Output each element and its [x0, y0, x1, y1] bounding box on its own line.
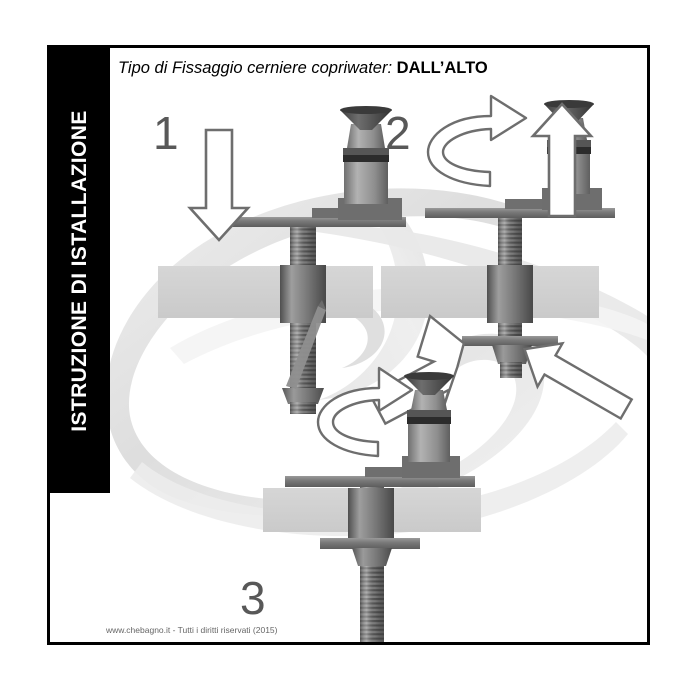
assembly-artwork — [158, 94, 634, 642]
diagram-frame: 1 2 3 ISTRUZIONE DI ISTALLAZIONE Tipo di… — [47, 45, 650, 645]
vertical-banner: ISTRUZIONE DI ISTALLAZIONE — [50, 48, 110, 493]
step-number-2: 2 — [385, 107, 411, 159]
rotation-arrow-step-2 — [426, 94, 528, 188]
step-number-1: 1 — [153, 107, 179, 159]
page-title: Tipo di Fissaggio cerniere copriwater: D… — [118, 59, 488, 78]
banner-title: ISTRUZIONE DI ISTALLAZIONE — [68, 109, 91, 432]
footer-copyright: www.chebagno.it - Tutti i diritti riserv… — [106, 625, 278, 635]
step-1-hardware — [206, 106, 406, 414]
step-number-3: 3 — [240, 572, 266, 624]
up-arrow-step-2 — [530, 102, 594, 218]
heading-value: DALL’ALTO — [396, 59, 488, 77]
heading-prefix: Tipo di Fissaggio cerniere copriwater: — [118, 59, 393, 77]
